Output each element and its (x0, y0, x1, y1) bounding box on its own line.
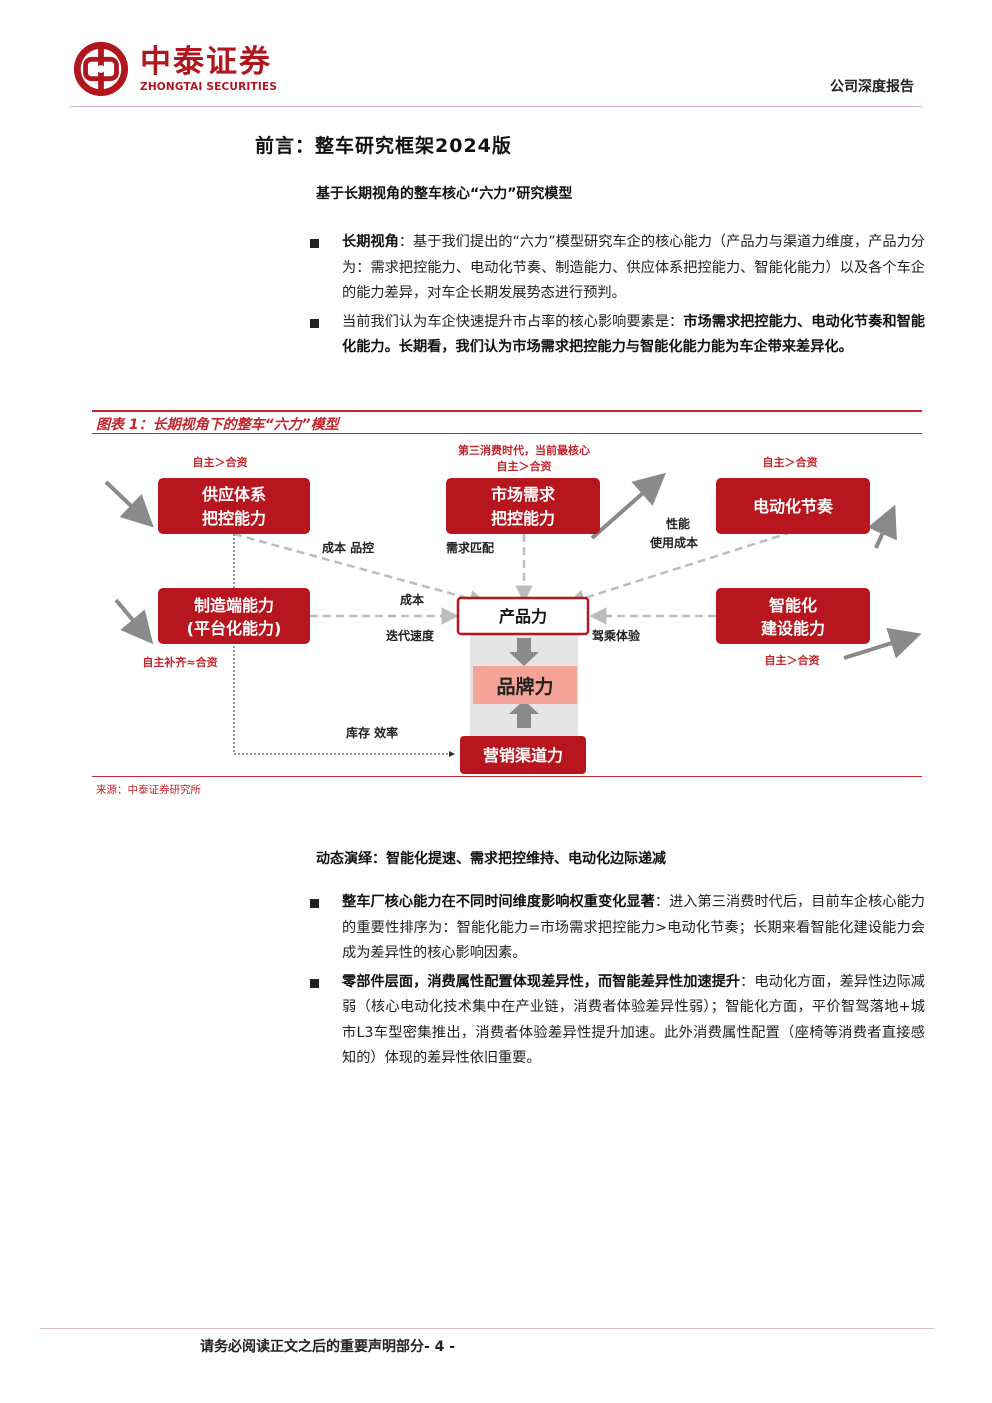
bullet-list-1: 长期视角：基于我们提出的“六力”模型研究车企的核心能力（产品力与渠道力维度，产品… (310, 230, 925, 361)
box-smart-line1: 智能化 (769, 596, 817, 615)
bullet-bold-tail: 市场需求把控能力、电动化节奏和智能化能力。长期看，我们认为市场需求把控能力与智能… (342, 313, 925, 356)
box-demand-line1: 市场需求 (491, 485, 556, 504)
bullet-text: 当前我们认为车企快速提升市占率的核心影响要素是： (342, 313, 684, 330)
zhongtai-logo-icon (73, 41, 129, 97)
footer-disclaimer: 请务必阅读正文之后的重要声明部分- 4 - (200, 1339, 456, 1355)
tag-electric: 自主＞合资 (763, 455, 818, 469)
bullet-item: 整车厂核心能力在不同时间维度影响权重变化显著：进入第三消费时代后，目前车企核心能… (310, 890, 925, 967)
subsection-title-1: 基于长期视角的整车核心“六力”研究模型 (316, 186, 573, 202)
bullet-square-icon (310, 899, 319, 908)
logo-text-en: ZHONGTAI SECURITIES (140, 81, 278, 93)
box-supply (158, 478, 310, 534)
figure-bottom-rule (92, 776, 922, 777)
box-brand (473, 666, 577, 704)
bullet-bold-lead: 整车厂核心能力在不同时间维度影响权重变化显著 (342, 894, 655, 910)
tag-demand: 自主＞合资 (497, 459, 552, 473)
bullet-bold-lead: 零部件层面，消费属性配置体现差异性，而智能差异性加速提升 (342, 973, 741, 990)
bullet-item: 长期视角：基于我们提出的“六力”模型研究车企的核心能力（产品力与渠道力维度，产品… (310, 230, 925, 307)
bullet-item: 当前我们认为车企快速提升市占率的核心影响要素是：市场需求把控能力、电动化节奏和智… (310, 310, 925, 361)
box-product (456, 596, 590, 636)
logo-text-cn: 中泰证券 (140, 44, 272, 80)
label-driving-experience: 驾乘体验 (591, 628, 641, 643)
box-demand (446, 478, 600, 534)
bullet-text: ：电动化方面，差异性边际减弱（核心电动化技术集中在产业链，消费者体验差异性弱）；… (342, 973, 925, 1067)
footer-divider (40, 1328, 934, 1329)
box-supply-line2: 把控能力 (202, 509, 266, 528)
bullet-bold-lead: 长期视角 (342, 234, 399, 250)
box-electric (716, 478, 870, 534)
box-supply-line1: 供应体系 (201, 485, 266, 504)
bullet-list-2: 整车厂核心能力在不同时间维度影响权重变化显著：进入第三消费时代后，目前车企核心能… (310, 890, 925, 1072)
six-forces-diagram: 供应体系 把控能力 市场需求 把控能力 电动化节奏 制造端能力 (平台化能力) … (104, 443, 922, 774)
figure-caption: 图表 1：长期视角下的整车“六力”模型 (96, 417, 339, 433)
box-manufacturing-line2: (平台化能力) (187, 619, 282, 638)
bullet-square-icon (310, 978, 319, 988)
box-electric-label: 电动化节奏 (753, 497, 834, 516)
box-channel-label: 营销渠道力 (483, 746, 563, 765)
box-channel (460, 736, 586, 774)
box-smart (716, 588, 870, 644)
section-title: 前言：整车研究框架2024版 (255, 135, 512, 157)
figure-caption-rule (92, 433, 922, 434)
tag-smart: 自主＞合资 (765, 653, 820, 667)
bullet-item: 零部件层面，消费属性配置体现差异性，而智能差异性加速提升：电动化方面，差异性边际… (310, 970, 925, 1072)
label-performance: 性能 (665, 516, 690, 531)
bullet-square-icon (310, 318, 319, 328)
label-iteration: 迭代速度 (386, 628, 435, 643)
tag-supply: 自主＞合资 (193, 455, 248, 469)
label-demand-match: 需求匹配 (446, 540, 494, 555)
subsection-title-2: 动态演绎：智能化提速、需求把控维持、电动化边际递减 (316, 851, 666, 867)
box-manufacturing-line1: 制造端能力 (194, 596, 274, 615)
box-smart-line2: 建设能力 (761, 619, 825, 638)
figure-source: 来源：中泰证券研究所 (96, 784, 201, 796)
box-brand-label: 品牌力 (496, 675, 553, 698)
label-cost-quality: 成本 品控 (322, 540, 374, 555)
box-manufacturing (158, 588, 310, 644)
report-type: 公司深度报告 (830, 79, 914, 95)
tag-demand-note: 第三消费时代，当前最核心 (458, 443, 590, 457)
figure-top-rule (92, 410, 922, 412)
bullet-text: ：进入第三消费时代后，目前车企核心能力的重要性排序为：智能化能力=市场需求把控能… (342, 894, 925, 961)
label-cost: 成本 (400, 592, 424, 607)
bullet-square-icon (310, 239, 319, 248)
label-usage-cost: 使用成本 (649, 535, 698, 550)
label-inventory-efficiency: 库存 效率 (346, 725, 398, 740)
box-demand-line2: 把控能力 (491, 509, 555, 528)
box-product-label: 产品力 (499, 607, 547, 626)
bullet-text: ：基于我们提出的“六力”模型研究车企的核心能力（产品力与渠道力维度，产品力分为：… (342, 234, 925, 301)
tag-manufacturing: 自主补齐≈合资 (142, 655, 217, 669)
header-divider (70, 106, 922, 107)
